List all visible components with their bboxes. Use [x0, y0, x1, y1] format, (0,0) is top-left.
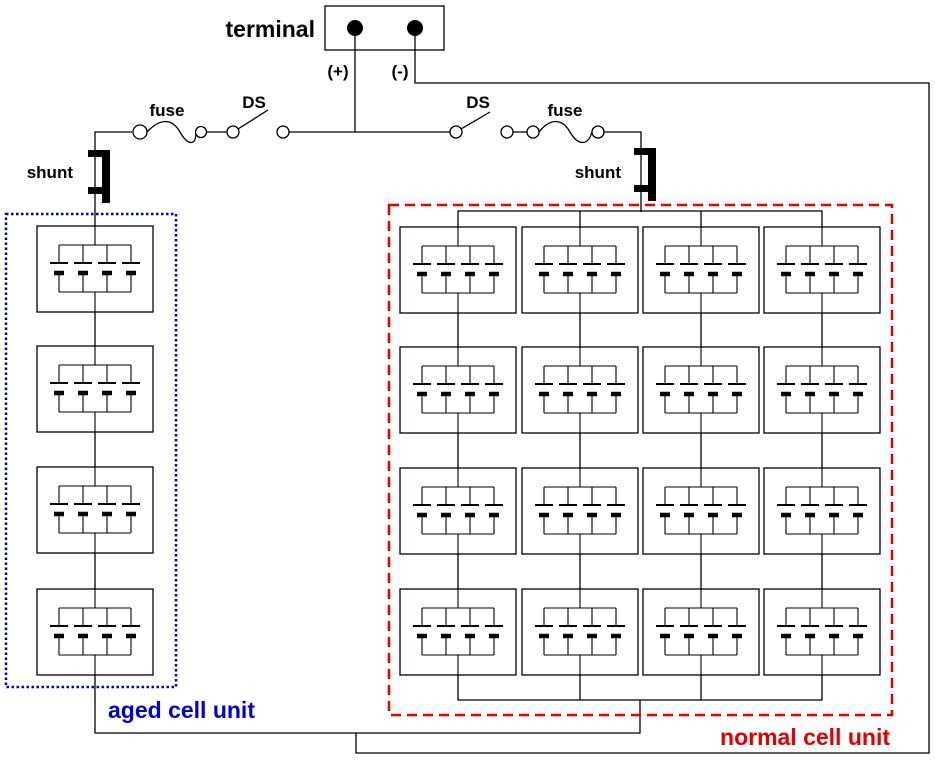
positive-terminal-dot — [347, 20, 363, 36]
fuse-left — [132, 120, 227, 144]
negative-label: (-) — [392, 62, 409, 81]
normal-cell-module — [642, 346, 760, 434]
normal-unit-outline — [387, 203, 894, 717]
ds-left-label: DS — [242, 93, 266, 112]
shunt-left: shunt — [27, 150, 110, 226]
normal-cell-module — [521, 346, 639, 434]
positive-label: (+) — [327, 62, 348, 81]
fuse-right — [526, 120, 605, 144]
normal-cell-module — [642, 588, 760, 676]
aged-cell-module — [36, 466, 154, 554]
normal-unit-wiring — [457, 210, 823, 701]
fuse-right-label: fuse — [548, 101, 583, 120]
aged-cell-module — [36, 345, 154, 433]
terminal-box — [324, 5, 445, 51]
normal-cell-module — [399, 588, 517, 676]
ds-right-label: DS — [466, 93, 490, 112]
normal-cell-module — [763, 346, 881, 434]
normal-cell-module — [642, 467, 760, 555]
aged-cell-module — [36, 225, 154, 313]
normal-cell-module — [521, 467, 639, 555]
normal-unit-label: normal cell unit — [720, 724, 890, 750]
negative-terminal-dot — [407, 20, 423, 36]
normal-cell-module — [521, 226, 639, 314]
aged-unit-wiring — [94, 310, 356, 734]
terminal-label: terminal — [226, 16, 315, 42]
normal-cell-module — [521, 588, 639, 676]
terminal-block: terminal (+) (-) — [226, 5, 445, 81]
normal-cell-module — [763, 467, 881, 555]
top-wiring: fuse DS DS fuse — [94, 36, 930, 754]
aged-cell-module — [36, 588, 154, 676]
aged-unit-label: aged cell unit — [108, 697, 255, 723]
normal-cell-module — [642, 226, 760, 314]
normal-cell-module — [399, 467, 517, 555]
normal-cell-module — [763, 226, 881, 314]
normal-cell-module — [399, 226, 517, 314]
shunt-right: shunt — [575, 148, 656, 212]
normal-cell-module — [399, 346, 517, 434]
shunt-right-label: shunt — [575, 163, 622, 182]
shunt-left-label: shunt — [27, 163, 74, 182]
disconnect-switch-right — [449, 111, 527, 139]
aged-unit-outline — [4, 212, 178, 689]
negative-return-wire — [355, 36, 930, 754]
cell-modules — [36, 225, 881, 676]
normal-cell-module — [763, 588, 881, 676]
disconnect-switch-left — [226, 109, 290, 139]
fuse-left-label: fuse — [150, 101, 185, 120]
